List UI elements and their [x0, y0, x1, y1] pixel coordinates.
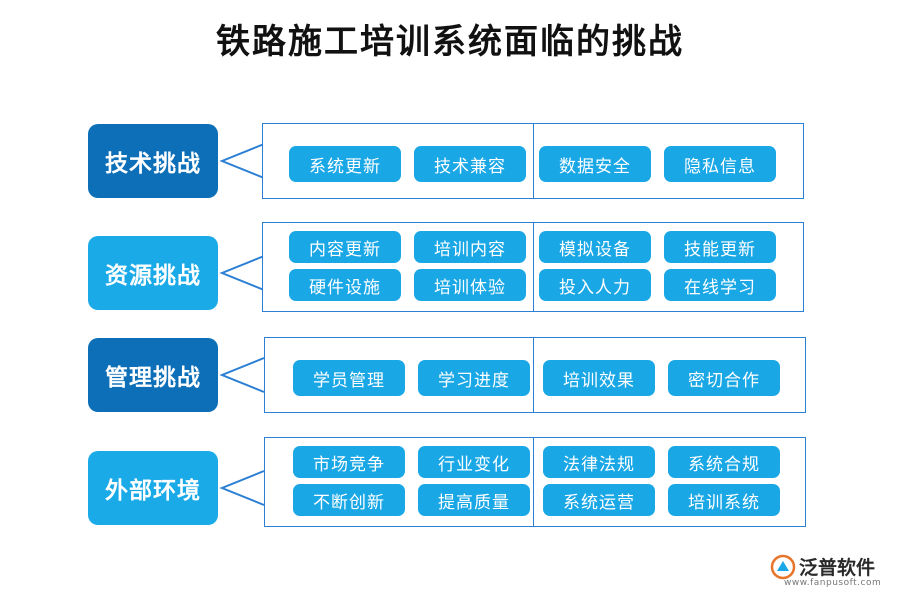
panel-resource: 内容更新 培训内容 模拟设备 技能更新 硬件设施 培训体验 投入人力 在线学习: [262, 222, 804, 312]
item-laws-regulations: 法律法规: [543, 446, 655, 478]
item-close-cooperation: 密切合作: [668, 360, 780, 396]
item-system-compliance: 系统合规: [668, 446, 780, 478]
item-online-learning: 在线学习: [664, 269, 776, 301]
diagram-title: 铁路施工培训系统面临的挑战: [216, 22, 684, 62]
brand-name: 泛普软件: [799, 557, 876, 579]
item-market-competition: 市场竞争: [293, 446, 405, 478]
item-tech-compat: 技术兼容: [414, 146, 526, 182]
item-training-experience: 培训体验: [414, 269, 526, 301]
item-manpower: 投入人力: [539, 269, 651, 301]
panel-management: 学员管理 学习进度 培训效果 密切合作: [264, 337, 806, 413]
item-privacy: 隐私信息: [664, 146, 776, 182]
item-system-update: 系统更新: [289, 146, 401, 182]
item-industry-change: 行业变化: [418, 446, 530, 478]
arrow-icon: [219, 255, 265, 291]
brand-url: www.fanpusoft.com: [784, 578, 882, 588]
arrow-icon: [219, 143, 265, 179]
item-content-update: 内容更新: [289, 231, 401, 263]
item-learning-progress: 学习进度: [418, 360, 530, 396]
item-student-management: 学员管理: [293, 360, 405, 396]
category-management: 管理挑战: [88, 338, 218, 412]
item-training-content: 培训内容: [414, 231, 526, 263]
item-continuous-innovation: 不断创新: [293, 484, 405, 516]
category-technical: 技术挑战: [88, 124, 218, 198]
category-resource: 资源挑战: [88, 236, 218, 310]
fanpu-logo-icon: [770, 554, 796, 579]
item-hardware: 硬件设施: [289, 269, 401, 301]
item-skill-update: 技能更新: [664, 231, 776, 263]
item-system-operation: 系统运营: [543, 484, 655, 516]
item-data-security: 数据安全: [539, 146, 651, 182]
item-simulation-equipment: 模拟设备: [539, 231, 651, 263]
item-training-effect: 培训效果: [543, 360, 655, 396]
arrow-icon: [219, 357, 265, 393]
panel-technical: 系统更新 技术兼容 数据安全 隐私信息: [262, 123, 804, 199]
category-external: 外部环境: [88, 451, 218, 525]
item-improve-quality: 提高质量: [418, 484, 530, 516]
panel-external: 市场竞争 行业变化 法律法规 系统合规 不断创新 提高质量 系统运营 培训系统: [264, 437, 806, 527]
arrow-icon: [219, 470, 265, 506]
brand-logo: 泛普软件: [770, 553, 875, 580]
item-training-system: 培训系统: [668, 484, 780, 516]
